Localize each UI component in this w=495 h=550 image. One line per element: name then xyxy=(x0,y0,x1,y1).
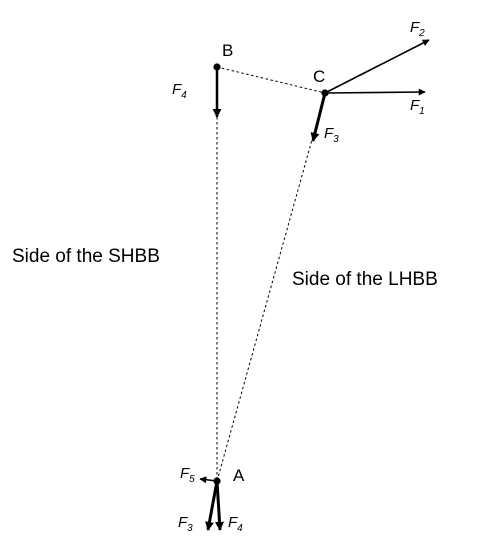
force-f4-label-a: F4 xyxy=(228,514,243,534)
force-f3-arrow-c xyxy=(310,92,327,142)
point-a-label: A xyxy=(233,466,245,485)
point-b-label: B xyxy=(222,41,233,60)
force-f3-arrow-a xyxy=(205,480,219,531)
line-c-a xyxy=(216,92,326,482)
force-f2-arrow xyxy=(324,39,430,94)
line-b-c xyxy=(216,66,326,94)
force-f5-label-a: F5 xyxy=(180,465,195,485)
force-f3-label-a: F3 xyxy=(178,514,193,534)
side-shbb-label: Side of the SHBB xyxy=(12,246,160,267)
force-f1-label: F1 xyxy=(410,97,425,117)
force-f2-label: F2 xyxy=(410,19,425,39)
point-c-label: C xyxy=(313,67,325,86)
force-f1-arrow xyxy=(324,88,426,96)
force-f4-arrow-a xyxy=(215,480,224,531)
point-b-dot xyxy=(213,63,221,71)
point-a-dot xyxy=(213,477,221,485)
point-c-dot xyxy=(321,89,329,97)
force-f3-label-c: F3 xyxy=(324,125,339,145)
force-f4-label-b: F4 xyxy=(172,81,187,101)
side-lhbb-label: Side of the LHBB xyxy=(292,269,438,290)
